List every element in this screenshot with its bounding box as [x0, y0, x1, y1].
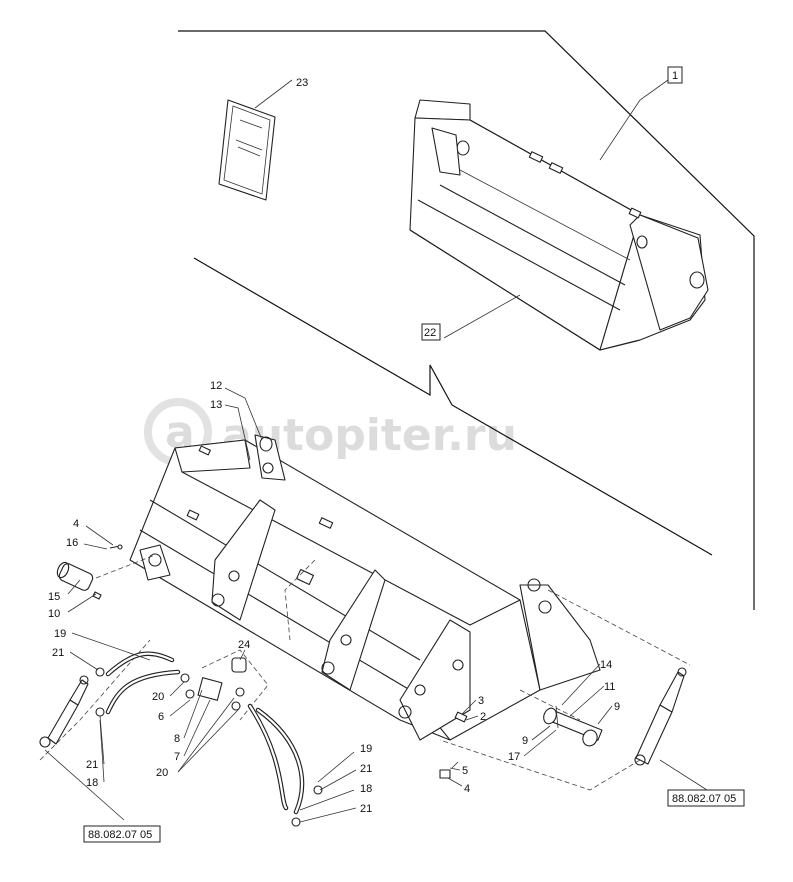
callout-20-bottom: 20: [156, 767, 168, 779]
callout-6: 6: [158, 711, 164, 723]
callout-19-right: 19: [360, 743, 372, 755]
callout-11: 11: [604, 681, 615, 693]
callout-24: 24: [238, 639, 250, 651]
callout-2: 2: [480, 711, 486, 723]
canister-part: [56, 561, 102, 600]
pin-assembly: [543, 705, 603, 747]
right-hydraulic-cylinder: [634, 667, 687, 766]
callout-9-right: 9: [614, 701, 620, 713]
frame-lines: [178, 30, 755, 610]
leader-lines: [44, 79, 708, 823]
reference-left: 88.082.07 05: [83, 825, 161, 843]
callout-4-bottom: 4: [464, 783, 470, 795]
bucket-assembly-top: [409, 99, 709, 351]
operator-manual: [218, 99, 276, 201]
callout-12: 12: [210, 380, 222, 392]
phantom-lines: [39, 554, 691, 791]
callout-8: 8: [174, 733, 180, 745]
callout-22: 22: [421, 323, 441, 341]
callout-4-top: 4: [73, 518, 79, 530]
callout-18-left: 18: [86, 777, 98, 789]
callout-3: 3: [478, 695, 484, 707]
callout-7: 7: [174, 751, 180, 763]
callout-14: 14: [600, 659, 612, 671]
callouts: 1 22 23 12 13 4 16 15 10 19 21 24 20 6 8…: [48, 66, 683, 815]
callout-17: 17: [508, 751, 520, 763]
callout-21-a: 21: [52, 647, 64, 659]
callout-15: 15: [48, 591, 60, 603]
bucket-assembly-main: [129, 434, 601, 741]
callout-21-b: 21: [86, 759, 98, 771]
hydraulic-hoses: [105, 651, 305, 815]
callout-9-left: 9: [522, 735, 528, 747]
callout-10: 10: [48, 608, 60, 620]
callout-23: 23: [296, 77, 308, 89]
svg-text:1: 1: [672, 70, 678, 82]
svg-text:22: 22: [424, 327, 436, 339]
callout-13: 13: [210, 399, 222, 411]
callout-21-d: 21: [360, 803, 372, 815]
left-hydraulic-cylinder: [39, 675, 89, 748]
reference-right: 88.082.07 05: [667, 789, 745, 807]
callout-18-right: 18: [360, 783, 372, 795]
reference-left-text: 88.082.07 05: [88, 829, 152, 841]
callout-19-left: 19: [54, 628, 66, 640]
callout-5: 5: [462, 765, 468, 777]
reference-right-text: 88.082.07 05: [672, 793, 736, 805]
callout-20-top: 20: [152, 691, 164, 703]
callout-21-c: 21: [360, 763, 372, 775]
callout-16: 16: [66, 537, 78, 549]
callout-1: 1: [667, 66, 683, 84]
